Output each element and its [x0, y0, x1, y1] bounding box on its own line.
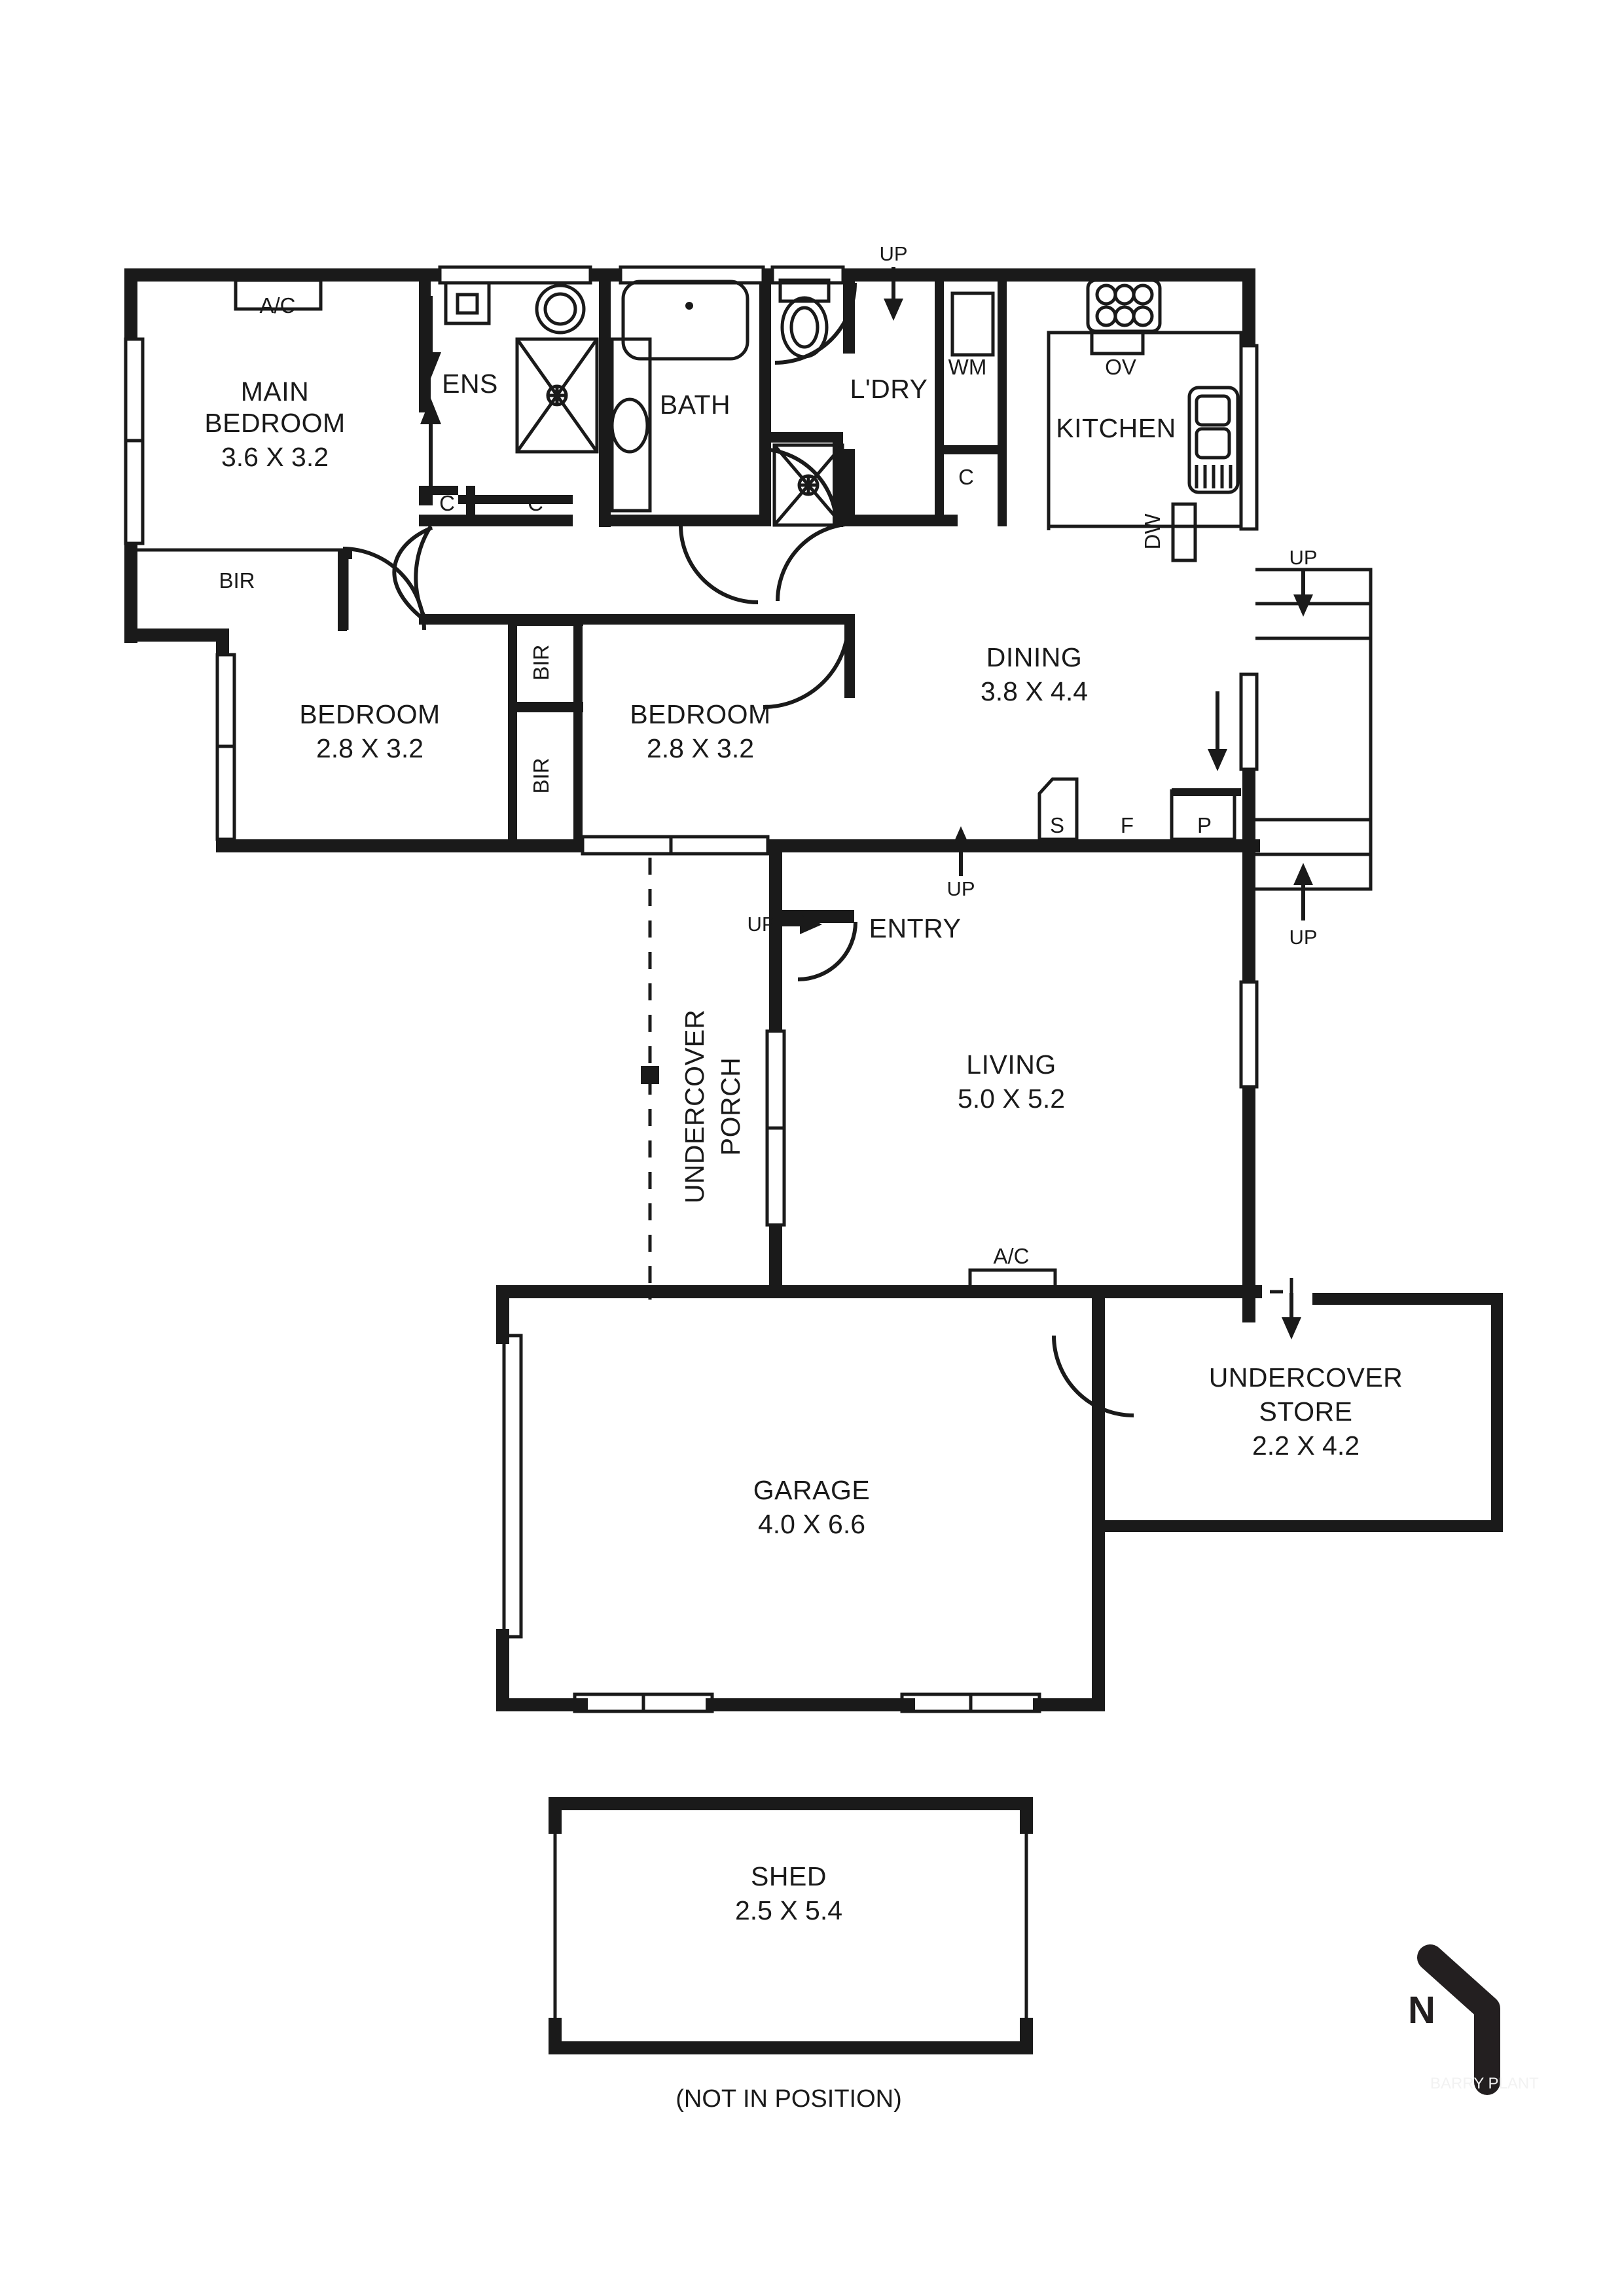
small-labels: A/C A/C BIR C C C WM OV DW S F P — [219, 293, 1212, 1268]
bedroom3-door — [763, 621, 850, 709]
appliances — [950, 278, 1243, 841]
label-washing-machine: WM — [948, 355, 987, 379]
room-dim-shed: 2.5 X 5.4 — [735, 1895, 842, 1925]
area-label-entry: ENTRY — [869, 913, 962, 943]
area-label-kitchen: KITCHEN — [1056, 413, 1176, 443]
bath-door — [759, 447, 838, 527]
entry-door — [797, 921, 857, 981]
bathtub-icon — [621, 280, 749, 361]
room-dim-store: 2.2 X 4.2 — [1252, 1430, 1360, 1461]
ens-basin-icon — [535, 283, 586, 335]
north-arrow-icon — [1417, 1944, 1500, 2095]
north-arrow: N — [1408, 1944, 1500, 2095]
up-marker-dining-south: UP — [946, 877, 975, 900]
up-marker-porch-entry: UP — [747, 913, 775, 936]
north-letter: N — [1408, 1989, 1435, 2032]
interior-partitions — [419, 268, 1007, 527]
label-closet-ens-large: C — [528, 491, 543, 515]
label-closet-ens-small: C — [439, 491, 455, 515]
room-dim-bedroom-2: 2.8 X 3.2 — [316, 733, 424, 763]
label-bir-bedroom-2: BIR — [529, 644, 553, 680]
bedroom-partitions — [124, 614, 855, 839]
watermark: BARRY PLANT — [1430, 2075, 1539, 2092]
kitchen-sink-icon — [1187, 386, 1240, 494]
bedroom2-door — [342, 547, 426, 630]
door-swings — [342, 282, 1134, 1417]
label-ac-living: A/C — [993, 1244, 1029, 1268]
label-fridge: F — [1121, 813, 1134, 837]
dishwasher-icon — [1171, 502, 1197, 562]
ac-unit-living-icon — [968, 1268, 1057, 1298]
room-label-dining: DINING — [986, 642, 1083, 672]
external-deck-steps — [1255, 568, 1373, 891]
toilet-cistern-icon — [778, 278, 831, 303]
area-label-undercover-porch-line2: PORCH — [715, 1057, 746, 1156]
room-label-living: LIVING — [966, 1049, 1056, 1080]
shed-outline — [549, 1797, 1033, 2054]
laundry-external-door — [774, 282, 857, 365]
area-labels: ENS BATH L'DRY KITCHEN ENTRY — [442, 369, 1176, 943]
ens-shower-icon — [515, 337, 599, 454]
area-label-undercover-porch-line1: UNDERCOVER — [679, 1010, 710, 1204]
label-closet-laundry: C — [958, 465, 974, 489]
label-dishwasher: DW — [1140, 513, 1164, 550]
label-bir-main-bedroom: BIR — [219, 568, 255, 592]
room-label-bedroom-3: BEDROOM — [630, 699, 770, 729]
label-stove-marker: S — [1050, 813, 1064, 837]
label-ac-main-bedroom: A/C — [259, 293, 295, 318]
rotated-labels: UNDERCOVER PORCH BIR BIR — [529, 644, 746, 1203]
porch-edge-dashed — [641, 858, 1293, 1308]
garage-and-store — [496, 1285, 1503, 1711]
shed-position-note: (NOT IN POSITION) — [676, 2085, 902, 2113]
room-label-bedroom-2: BEDROOM — [299, 699, 440, 729]
plumbing-fixtures — [444, 278, 844, 527]
stove-marker-icon — [1037, 777, 1079, 841]
room-dim-living: 5.0 X 5.2 — [958, 1084, 1065, 1114]
area-label-ens: ENS — [442, 369, 498, 399]
watermark-text: BARRY PLANT — [1430, 2075, 1539, 2092]
room-dim-dining: 3.8 X 4.4 — [981, 676, 1088, 706]
ac-unit-main-bedroom-icon — [234, 278, 323, 311]
bath-shower-icon — [772, 443, 844, 527]
up-marker-deck-south: UP — [1289, 926, 1317, 949]
bath-basin-icon — [610, 397, 649, 454]
room-label-main-bedroom-line2: BEDROOM — [204, 408, 345, 438]
ens-vanity-icon — [444, 281, 491, 325]
area-label-bath: BATH — [660, 390, 730, 420]
label-oven: OV — [1105, 355, 1136, 379]
up-marker-deck-north: UP — [1289, 546, 1317, 569]
porch-post-icon — [641, 1066, 659, 1084]
room-label-main-bedroom-line1: MAIN — [241, 376, 310, 407]
ac-units — [234, 278, 1057, 1298]
area-label-laundry: L'DRY — [850, 374, 928, 404]
room-dim-main-bedroom: 3.6 X 3.2 — [221, 442, 329, 472]
garage-store-door — [1052, 1335, 1134, 1417]
room-labels: MAIN BEDROOM 3.6 X 3.2 BEDROOM 2.8 X 3.2… — [204, 376, 1403, 2113]
room-label-garage: GARAGE — [753, 1475, 870, 1505]
up-markers: UP UP UP UP UP — [747, 242, 1317, 949]
oven-icon — [1090, 331, 1145, 355]
room-label-store-line2: STORE — [1259, 1396, 1353, 1427]
room-dim-garage: 4.0 X 6.6 — [758, 1509, 865, 1539]
room-dim-bedroom-3: 2.8 X 3.2 — [647, 733, 754, 763]
label-pantry: P — [1197, 813, 1212, 837]
room-label-shed: SHED — [751, 1861, 827, 1891]
washing-machine-icon — [950, 291, 995, 357]
up-marker-laundry-north: UP — [879, 242, 907, 265]
room-label-store-line1: UNDERCOVER — [1209, 1362, 1403, 1393]
direction-arrows — [420, 267, 1313, 1339]
label-bir-bedroom-3: BIR — [529, 757, 553, 793]
